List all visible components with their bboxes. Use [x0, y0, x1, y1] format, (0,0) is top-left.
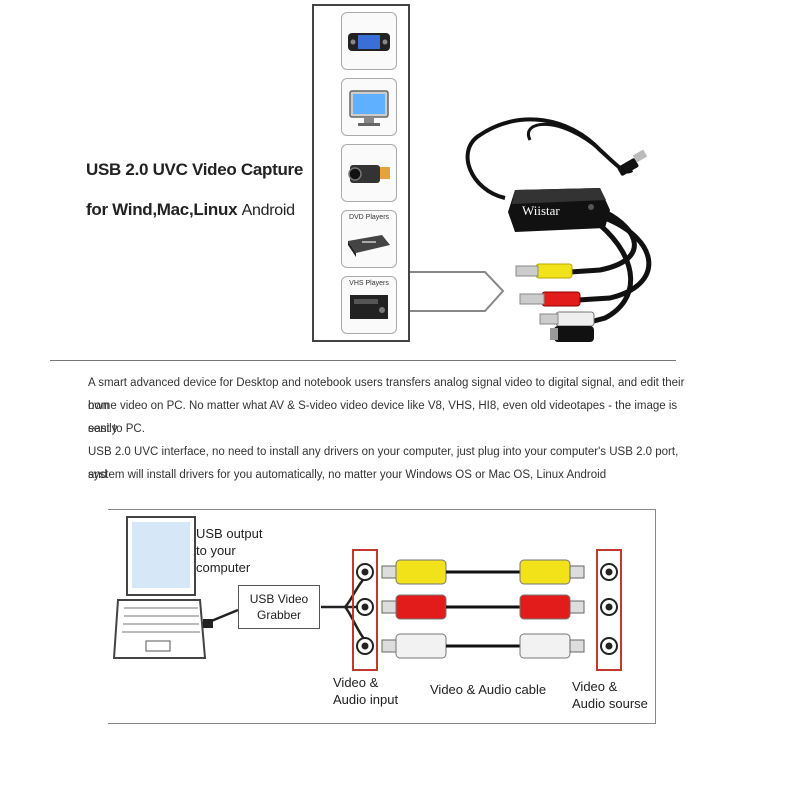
usb-cable — [465, 117, 634, 200]
cable-red — [381, 594, 585, 620]
source-jack-panel — [596, 549, 622, 671]
svideo-connector — [550, 326, 594, 342]
grabber-line: Grabber — [256, 608, 302, 622]
vhs-player-icon — [350, 295, 388, 319]
usb-output-line: USB output — [196, 526, 263, 541]
device-tile — [341, 12, 397, 70]
capture-dongle — [508, 188, 610, 232]
device-label: VHS Players — [349, 280, 389, 287]
pointer-arrow — [410, 271, 505, 312]
input-jack — [356, 563, 374, 655]
input-label-line: Audio input — [333, 692, 399, 707]
description-line: sent to PC. — [88, 423, 145, 435]
input-label: Video & Audio input — [333, 674, 398, 708]
rca-red-connector — [519, 291, 581, 307]
source-jack — [600, 563, 618, 655]
usb-output-line: to your — [196, 543, 236, 558]
rca-yellow-connector — [515, 263, 573, 279]
source-label: Video & Audio sourse — [572, 678, 648, 712]
monitor-icon — [349, 90, 389, 126]
device-label: DVD Players — [348, 214, 390, 221]
device-tile — [341, 78, 397, 136]
input-label-line: Video & — [333, 675, 379, 690]
usb-plug-icon — [617, 149, 648, 176]
camcorder-icon — [348, 165, 390, 183]
description-line: system will install drivers for you auto… — [88, 469, 607, 481]
product-subtitle: for Wind,Mac,Linux Android — [86, 200, 295, 220]
laptop-icon — [112, 516, 207, 659]
product-title: USB 2.0 UVC Video Capture — [86, 160, 304, 179]
description-line: A smart advanced device for Desktop and … — [88, 377, 685, 412]
rca-white-connector — [539, 311, 595, 327]
usb-output-line: computer — [196, 560, 251, 575]
device-tile — [341, 144, 397, 202]
usb-video-grabber: USB Video Grabber — [238, 585, 320, 629]
usb-output-label: USB output to your computer — [196, 525, 263, 576]
section-divider — [50, 360, 676, 361]
description-line: USB 2.0 UVC interface, no need to instal… — [88, 446, 679, 481]
input-jack-panel — [352, 549, 378, 671]
capture-device-illustration — [410, 117, 652, 342]
diagram-frame-top — [108, 509, 656, 510]
device-tile: DVD Players — [341, 210, 397, 268]
source-label-line: Video & — [572, 679, 618, 694]
connection-diagram — [112, 516, 622, 671]
os-android: Android — [241, 202, 295, 219]
brand-label: Wiistar — [522, 203, 560, 218]
cable-yellow — [381, 559, 585, 585]
os-list: for Wind,Mac,Linux — [86, 200, 238, 219]
description-line: home video on PC. No matter what AV & S-… — [88, 400, 678, 435]
device-column: DVD Players VHS Players — [312, 4, 410, 342]
dvd-player-icon — [348, 235, 390, 257]
device-tile: VHS Players — [341, 276, 397, 334]
diagram-frame-right — [655, 509, 656, 723]
cable-white — [381, 633, 585, 659]
source-label-line: Audio sourse — [572, 696, 648, 711]
grabber-line: USB Video — [249, 592, 309, 606]
cable-label: Video & Audio cable — [430, 682, 547, 697]
diagram-frame-bottom — [108, 723, 656, 724]
game-console-icon — [348, 33, 390, 51]
